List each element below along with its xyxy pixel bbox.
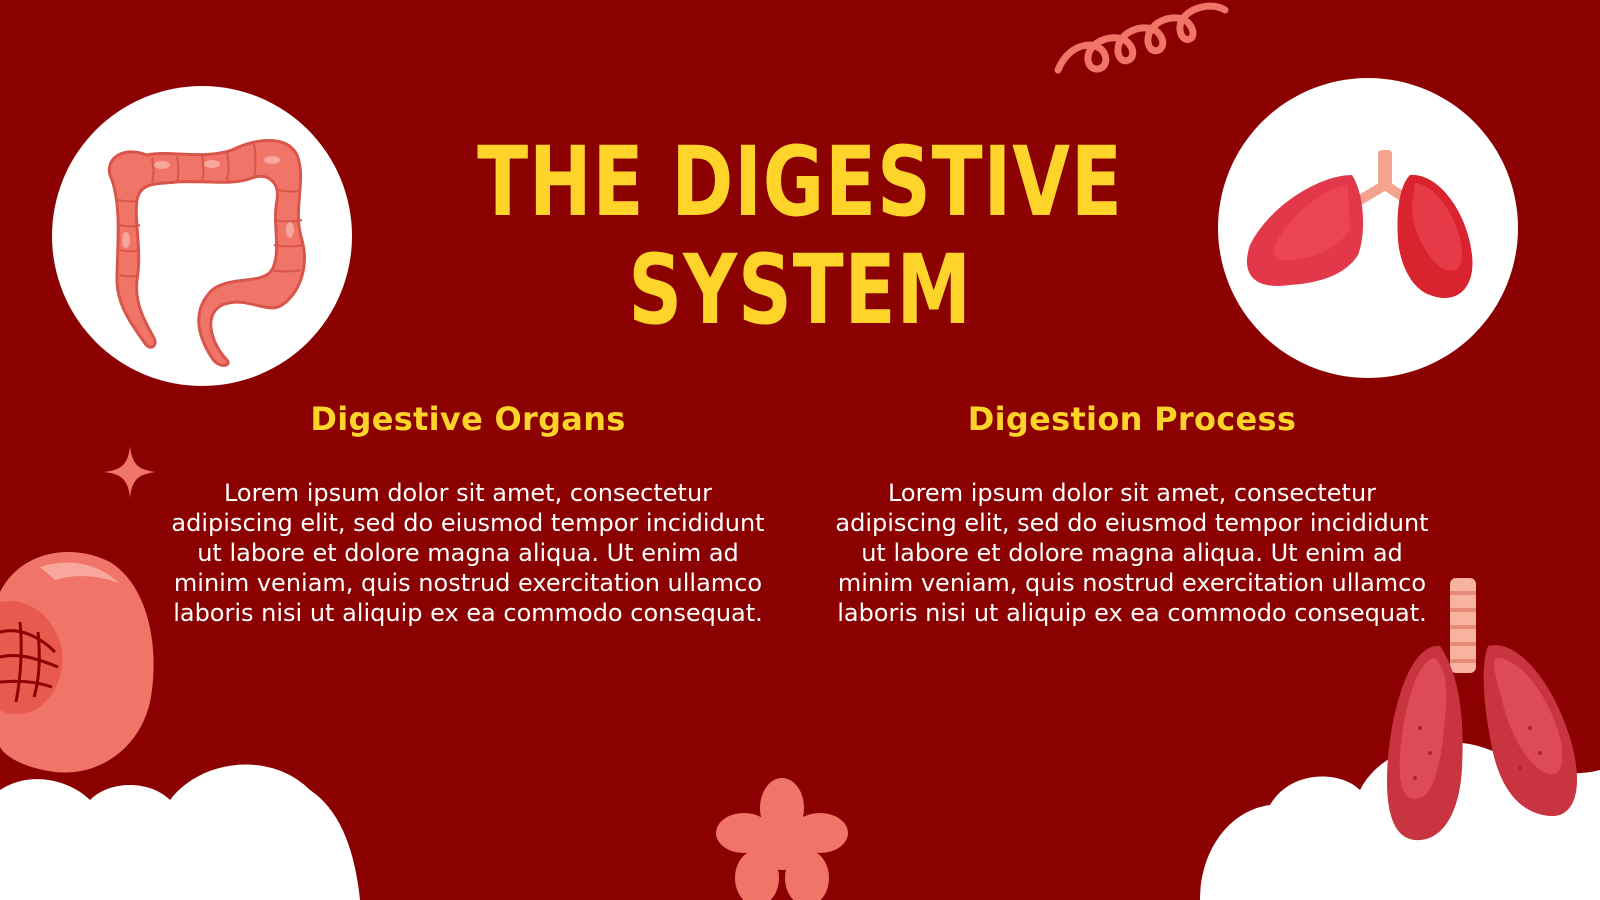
lungs-corner-icon (1387, 578, 1578, 841)
large-intestine-icon (108, 139, 306, 367)
slide-title: THE DIGESTIVE SYSTEM (176, 128, 1424, 344)
digestive-organs-text: Lorem ipsum dolor sit amet, consectetur … (171, 479, 765, 627)
sparkle-icon (104, 446, 156, 498)
flower-icon (716, 778, 848, 900)
digestion-process-heading: Digestion Process (967, 400, 1297, 438)
title-line-1: THE DIGESTIVE (477, 126, 1123, 238)
spiral-doodle-icon (1054, 2, 1229, 74)
cloud-left-decoration (0, 764, 360, 900)
digestive-organs-heading: Digestive Organs (310, 400, 626, 438)
stomach-icon (0, 552, 154, 773)
title-line-2: SYSTEM (628, 234, 972, 346)
lungs-icon (1246, 150, 1473, 299)
digestion-process-text: Lorem ipsum dolor sit amet, consectetur … (835, 479, 1429, 627)
